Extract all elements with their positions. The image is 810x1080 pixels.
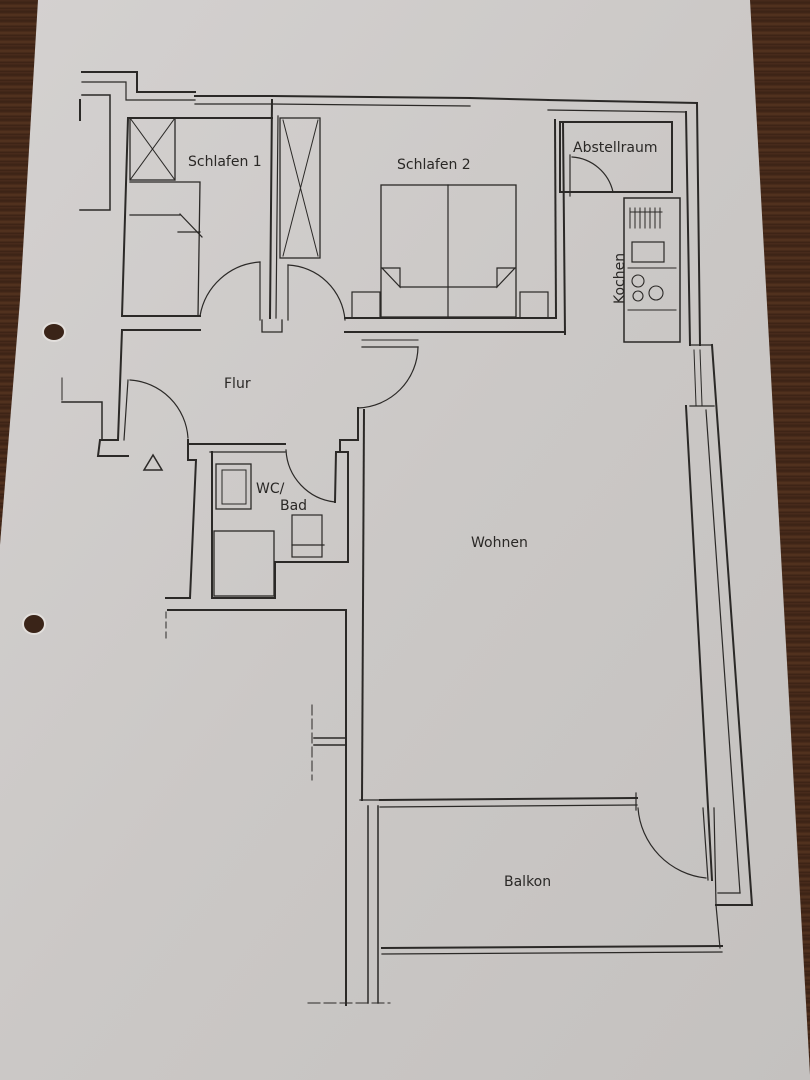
- hole-punch-bottom: [22, 613, 46, 635]
- hole-punch-top: [42, 322, 66, 342]
- entrance-triangle-icon: [142, 453, 164, 471]
- hole-punches: [22, 322, 66, 635]
- label-wc: WC/: [256, 481, 285, 497]
- label-wohnen: Wohnen: [471, 535, 528, 551]
- label-abstellraum: Abstellraum: [573, 140, 658, 156]
- floor-plan-drawing: [61, 71, 754, 1006]
- label-schlafen-1: Schlafen 1: [188, 154, 262, 170]
- label-schlafen-2: Schlafen 2: [397, 157, 471, 173]
- label-balkon: Balkon: [504, 874, 551, 890]
- label-bad: Bad: [280, 498, 307, 514]
- label-kochen: Kochen: [612, 253, 628, 304]
- label-flur: Flur: [224, 376, 251, 392]
